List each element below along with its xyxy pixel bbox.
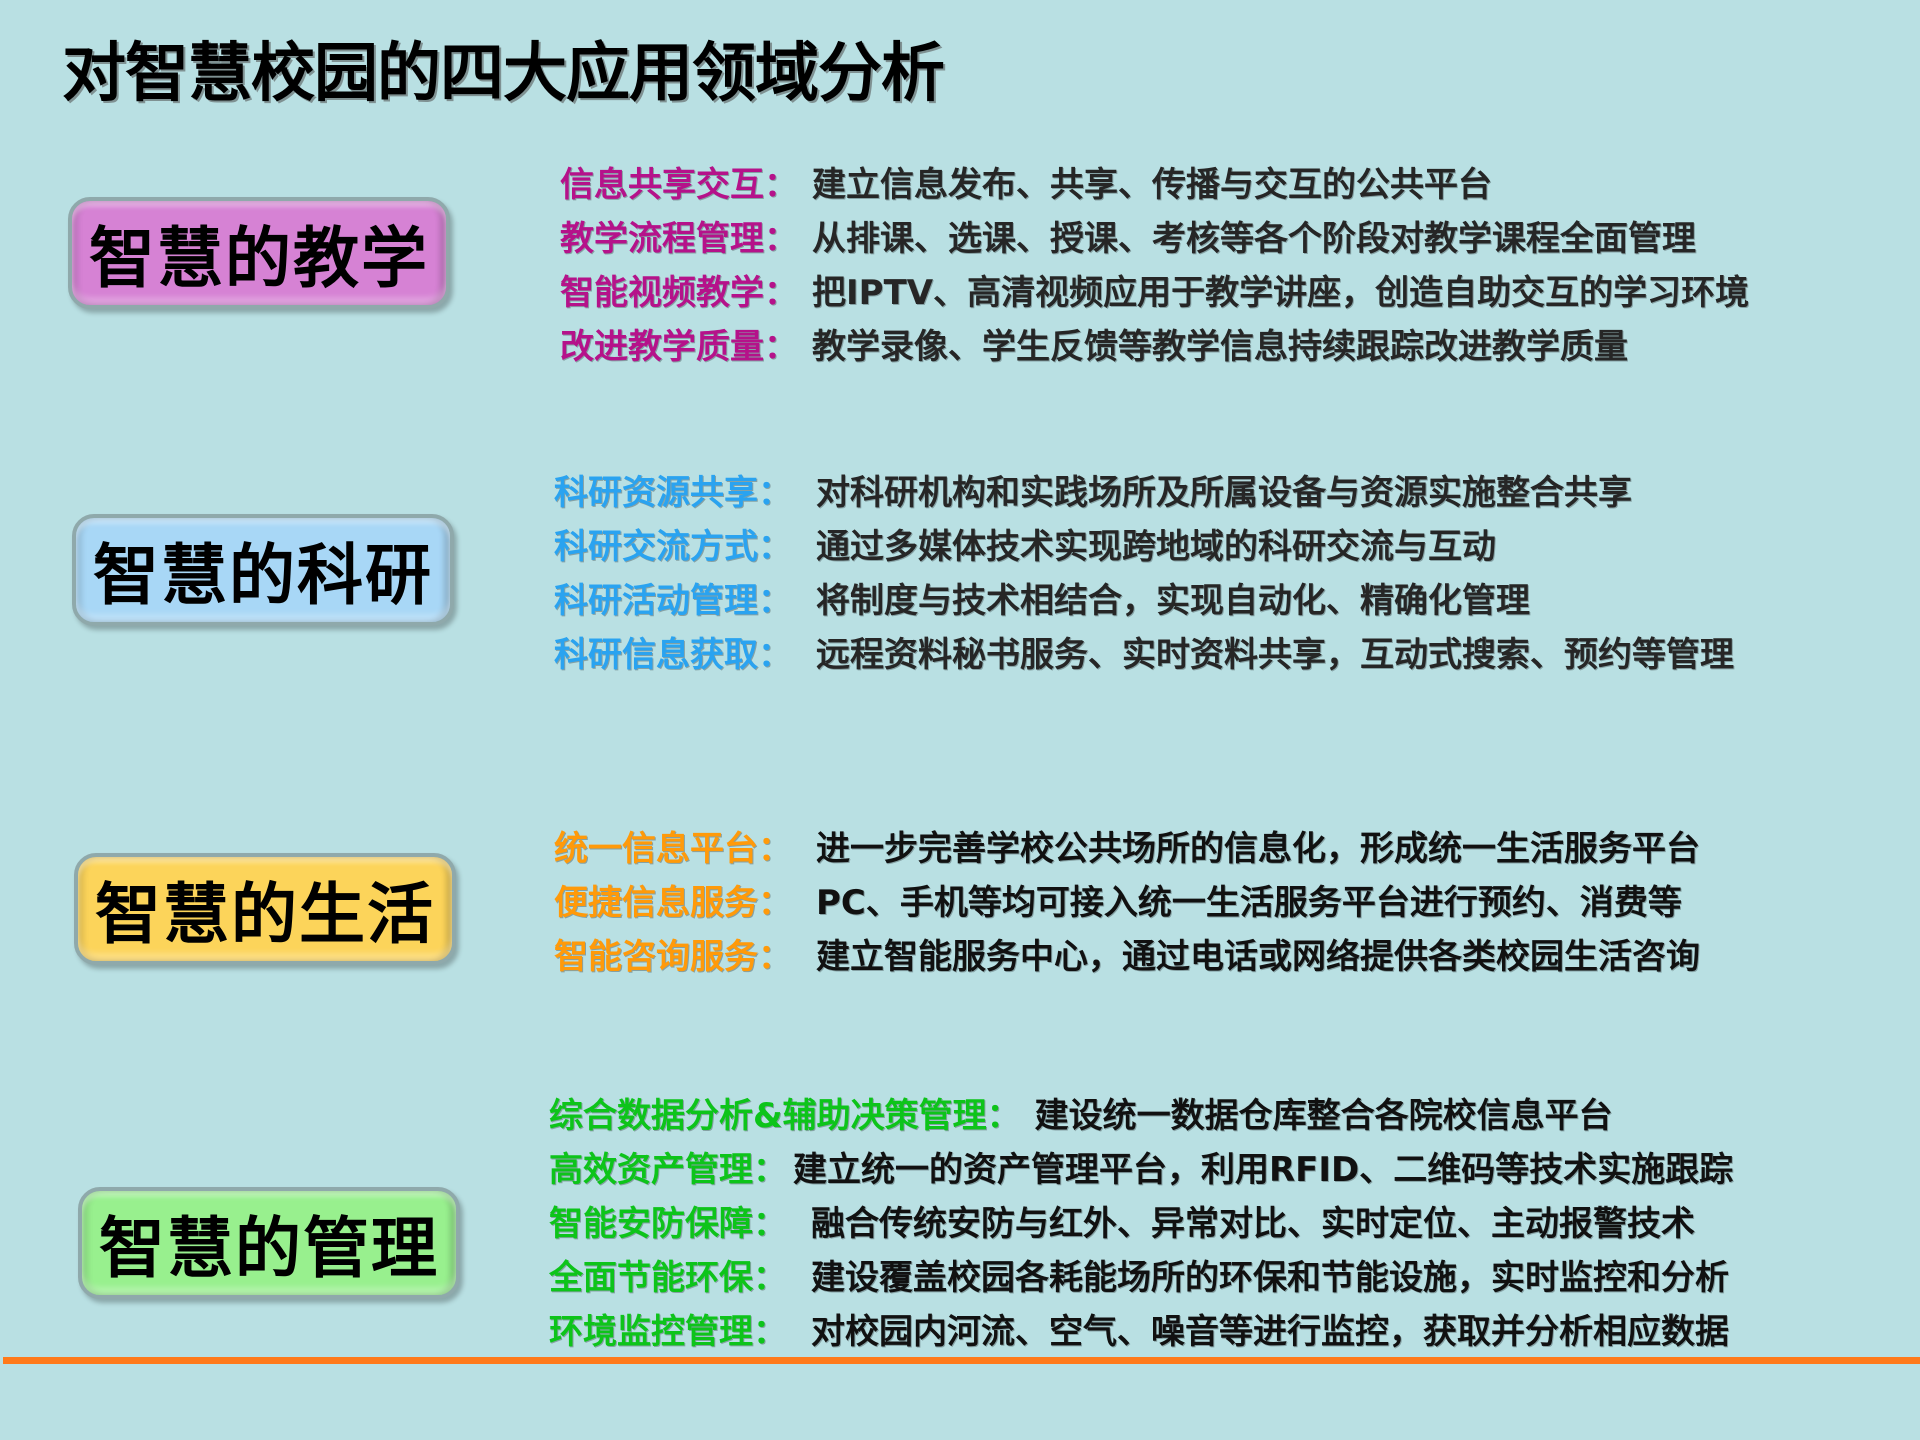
list-item: 统一信息平台 ： 进一步完善学校公共场所的信息化，形成统一生活服务平台 (554, 822, 1700, 876)
slide-title: 对智慧校园的四大应用领域分析 (62, 36, 945, 111)
list-item: 智能安防保障 ： 融合传统安防与红外、异常对比、实时定位、主动报警技术 (549, 1197, 1733, 1251)
item-key: 智能咨询服务 (554, 937, 758, 977)
item-separator: ： (758, 883, 792, 923)
item-key: 科研信息获取 (554, 635, 758, 675)
pill-smart-teaching: 智慧的教学 (68, 197, 450, 309)
item-separator: ： (986, 1096, 1021, 1136)
item-key: 改进教学质量 (560, 327, 764, 367)
list-item: 教学流程管理 ： 从排课、选课、授课、考核等各个阶段对教学课程全面管理 (560, 212, 1749, 266)
item-separator: ： (764, 219, 798, 259)
item-value: 融合传统安防与红外、异常对比、实时定位、主动报警技术 (811, 1204, 1695, 1244)
list-item: 科研交流方式 ： 通过多媒体技术实现跨地域的科研交流与互动 (554, 520, 1734, 574)
pill-label: 智慧的科研 (93, 537, 433, 614)
item-key: 科研活动管理 (554, 581, 758, 621)
pill-smart-life: 智慧的生活 (74, 853, 456, 965)
pill-label: 智慧的管理 (99, 1210, 439, 1287)
item-value: 建立智能服务中心，通过电话或网络提供各类校园生活咨询 (816, 937, 1700, 977)
list-item: 科研资源共享 ： 对科研机构和实践场所及所属设备与资源实施整合共享 (554, 466, 1734, 520)
item-key: 统一信息平台 (554, 829, 758, 869)
item-value: 教学录像、学生反馈等教学信息持续跟踪改进教学质量 (812, 327, 1628, 367)
list-item: 全面节能环保 ： 建设覆盖校园各耗能场所的环保和节能设施，实时监控和分析 (549, 1251, 1733, 1305)
item-separator: ： (764, 273, 798, 313)
item-value: 将制度与技术相结合，实现自动化、精确化管理 (816, 581, 1530, 621)
list-item: 信息共享交互 ： 建立信息发布、共享、传播与交互的公共平台 (560, 158, 1749, 212)
pill-smart-management: 智慧的管理 (78, 1187, 460, 1299)
list-item: 环境监控管理 ： 对校园内河流、空气、噪音等进行监控，获取并分析相应数据 (549, 1305, 1733, 1359)
item-key: 科研交流方式 (554, 527, 758, 567)
list-item: 综合数据分析&辅助决策管理 ： 建设统一数据仓库整合各院校信息平台 (549, 1089, 1733, 1143)
list-item: 智能视频教学 ： 把IPTV、高清视频应用于教学讲座，创造自助交互的学习环境 (560, 266, 1749, 320)
item-separator: ： (764, 165, 798, 205)
item-separator: ： (758, 581, 792, 621)
item-separator: ： (758, 829, 792, 869)
item-key: 信息共享交互 (560, 165, 764, 205)
item-separator: ： (764, 327, 798, 367)
item-separator: ： (758, 527, 792, 567)
item-value: 对科研机构和实践场所及所属设备与资源实施整合共享 (816, 473, 1632, 513)
list-item: 便捷信息服务 ： PC、手机等均可接入统一生活服务平台进行预约、消费等 (554, 876, 1700, 930)
item-key: 科研资源共享 (554, 473, 758, 513)
item-value: 建设统一数据仓库整合各院校信息平台 (1034, 1096, 1613, 1136)
item-key: 便捷信息服务 (554, 883, 758, 923)
item-value: 远程资料秘书服务、实时资料共享，互动式搜索、预约等管理 (816, 635, 1734, 675)
item-key: 智能安防保障 (549, 1204, 753, 1244)
item-key: 全面节能环保 (549, 1258, 753, 1298)
pill-label: 智慧的教学 (89, 220, 429, 297)
research-item-list: 科研资源共享 ： 对科研机构和实践场所及所属设备与资源实施整合共享 科研交流方式… (554, 466, 1734, 682)
item-key: 环境监控管理 (549, 1312, 753, 1352)
item-value: 建立统一的资产管理平台，利用RFID、二维码等技术实施跟踪 (793, 1150, 1734, 1190)
item-separator: ： (753, 1150, 787, 1190)
item-key: 智能视频教学 (560, 273, 764, 313)
list-item: 智能咨询服务 ： 建立智能服务中心，通过电话或网络提供各类校园生活咨询 (554, 930, 1700, 984)
list-item: 高效资产管理 ： 建立统一的资产管理平台，利用RFID、二维码等技术实施跟踪 (549, 1143, 1733, 1197)
item-separator: ： (753, 1312, 787, 1352)
item-separator: ： (758, 937, 792, 977)
item-key: 高效资产管理 (549, 1150, 753, 1190)
item-key: 综合数据分析&辅助决策管理 (549, 1096, 987, 1136)
item-key: 教学流程管理 (560, 219, 764, 259)
item-separator: ： (753, 1258, 787, 1298)
item-value: 对校园内河流、空气、噪音等进行监控，获取并分析相应数据 (811, 1312, 1729, 1352)
life-item-list: 统一信息平台 ： 进一步完善学校公共场所的信息化，形成统一生活服务平台 便捷信息… (554, 822, 1700, 984)
management-item-list: 综合数据分析&辅助决策管理 ： 建设统一数据仓库整合各院校信息平台 高效资产管理… (549, 1089, 1733, 1359)
teaching-item-list: 信息共享交互 ： 建立信息发布、共享、传播与交互的公共平台 教学流程管理 ： 从… (560, 158, 1749, 374)
item-separator: ： (758, 635, 792, 675)
list-item: 科研活动管理 ： 将制度与技术相结合，实现自动化、精确化管理 (554, 574, 1734, 628)
pill-smart-research: 智慧的科研 (72, 514, 454, 626)
list-item: 科研信息获取 ： 远程资料秘书服务、实时资料共享，互动式搜索、预约等管理 (554, 628, 1734, 682)
pill-label: 智慧的生活 (95, 876, 435, 953)
item-value: 进一步完善学校公共场所的信息化，形成统一生活服务平台 (816, 829, 1700, 869)
item-value: PC、手机等均可接入统一生活服务平台进行预约、消费等 (816, 883, 1682, 923)
item-separator: ： (753, 1204, 787, 1244)
item-value: 建立信息发布、共享、传播与交互的公共平台 (812, 165, 1492, 205)
item-value: 建设覆盖校园各耗能场所的环保和节能设施，实时监控和分析 (811, 1258, 1729, 1298)
bottom-divider (3, 1357, 1920, 1364)
item-value: 把IPTV、高清视频应用于教学讲座，创造自助交互的学习环境 (812, 273, 1750, 313)
item-value: 从排课、选课、授课、考核等各个阶段对教学课程全面管理 (812, 219, 1696, 259)
item-value: 通过多媒体技术实现跨地域的科研交流与互动 (816, 527, 1496, 567)
item-separator: ： (758, 473, 792, 513)
list-item: 改进教学质量 ： 教学录像、学生反馈等教学信息持续跟踪改进教学质量 (560, 320, 1749, 374)
